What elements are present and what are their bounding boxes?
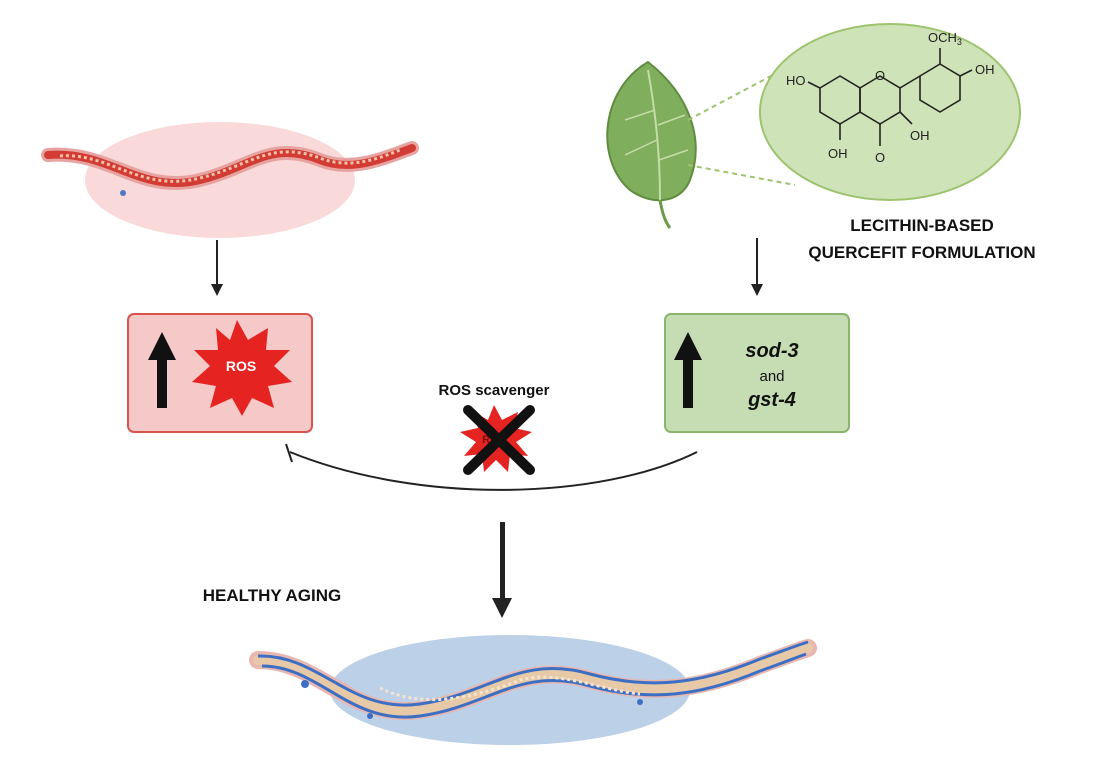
ring-oxygen-label: O [875,68,885,83]
leaf-icon [606,60,697,229]
hydroxyl-bottom-label: OH [828,146,848,161]
hydroxyl-c3-label: OH [910,128,930,143]
up-arrow-icon [148,332,176,408]
methoxy-label: OCH3 [928,30,962,47]
ros-box: ROS [127,313,313,433]
ros-label: ROS [226,358,256,374]
formulation-label-line2: QUERCEFIT FORMULATION [808,243,1035,262]
cross-icon [463,405,535,475]
down-arrow-icon [492,522,512,618]
inhibition-arrow-icon [285,443,698,491]
ros-burst-icon [192,320,292,416]
gene-conjunction-label: and [759,368,784,385]
carbonyl-oxygen-label: O [875,150,885,165]
quercetin-molecule: HO OH O O OH OH OCH3 [759,23,1021,201]
gene-box: sod-3 and gst-4 [664,313,850,433]
hydroxyl-right-label: OH [975,62,995,77]
connector-line [687,164,796,186]
formulation-label-line1: LECITHIN-BASED [850,216,994,235]
up-arrow-icon [674,332,702,408]
gene-sod3-label: sod-3 [745,340,798,362]
gene-gst4-label: gst-4 [747,389,796,411]
ros-scavenger-label: ROS scavenger [439,382,550,399]
aged-worm-icon [41,122,419,238]
healthy-aging-label: HEALTHY AGING [203,586,342,605]
hydroxyl-left-label: HO [786,73,806,88]
healthy-worm-icon [249,635,817,745]
